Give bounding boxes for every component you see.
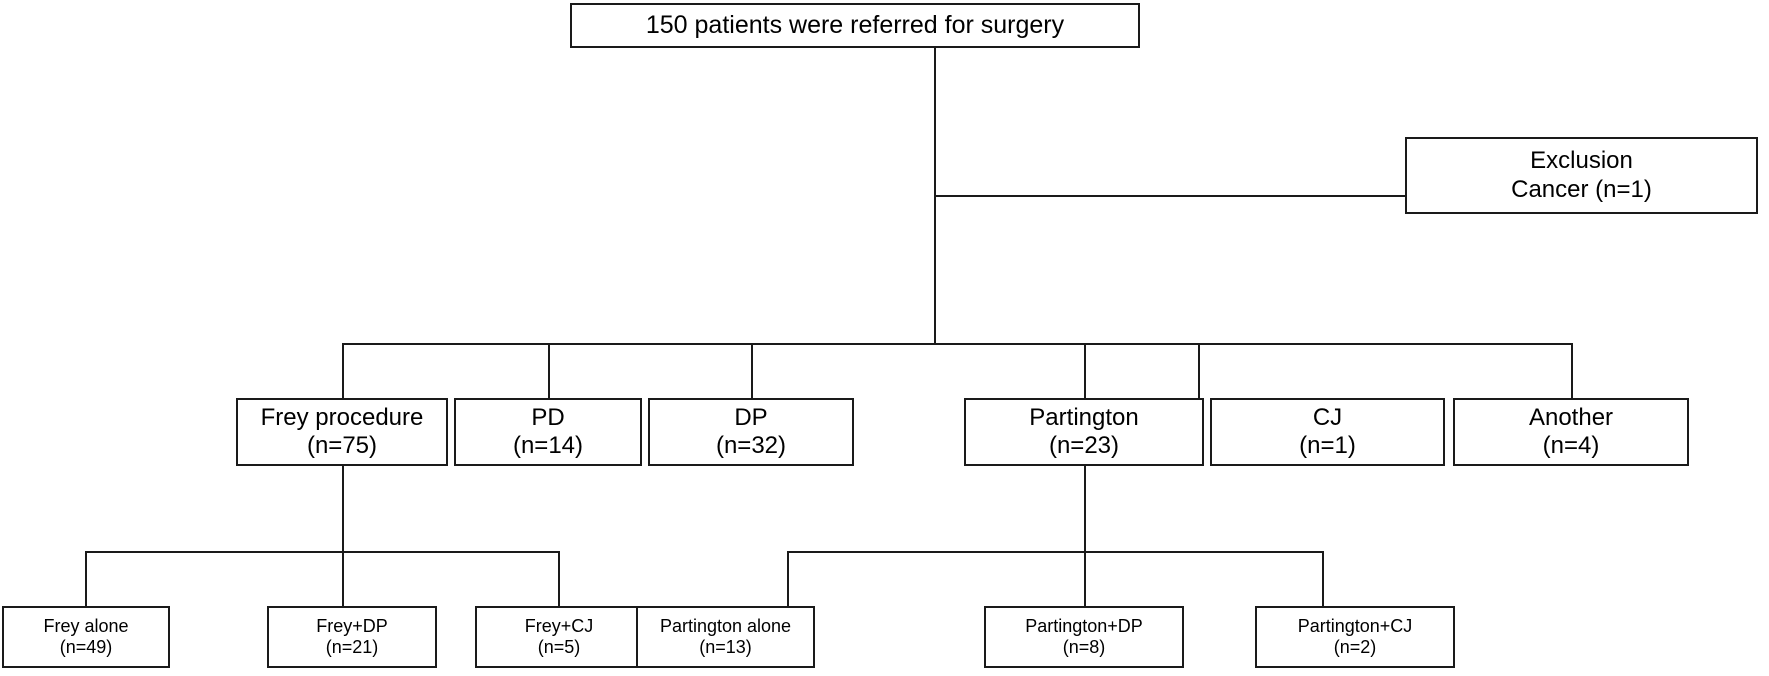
connector-drop-frey <box>342 343 344 399</box>
node-root[interactable]: 150 patients were referred for surgery <box>570 3 1140 48</box>
node-another-line1: Another <box>1528 403 1614 431</box>
node-another-line2: (n=4) <box>1542 432 1600 459</box>
node-partington-cj-line2: (n=2) <box>1333 637 1377 657</box>
connector-drop-partington-dp <box>1084 551 1086 606</box>
node-partington-dp-line1: Partington+DP <box>1025 615 1143 636</box>
connector-drop-pd <box>548 343 550 399</box>
node-frey-line1: Frey procedure <box>260 403 424 431</box>
node-partington-alone-line2: (n=13) <box>699 637 752 657</box>
node-partington-line2: (n=23) <box>1048 432 1120 459</box>
node-partington-cj-line1: Partington+CJ <box>1297 615 1413 636</box>
node-dp[interactable]: DP (n=32) <box>648 398 854 466</box>
node-another[interactable]: Another (n=4) <box>1453 398 1689 466</box>
node-exclusion-line1: Exclusion <box>1530 147 1633 175</box>
connector-drop-cj <box>1198 343 1200 399</box>
connector-frey-stem <box>342 432 344 552</box>
node-partington[interactable]: Partington (n=23) <box>964 398 1204 466</box>
node-partington-alone[interactable]: Partington alone (n=13) <box>636 606 815 668</box>
node-frey-alone[interactable]: Frey alone (n=49) <box>2 606 170 668</box>
connector-drop-frey-alone <box>85 551 87 606</box>
connector-partington-subbus <box>787 551 1324 553</box>
node-frey-dp-line2: (n=21) <box>325 637 379 657</box>
connector-drop-partington <box>1084 343 1086 399</box>
node-frey-cj-line2: (n=5) <box>537 637 581 657</box>
node-frey-dp[interactable]: Frey+DP (n=21) <box>267 606 437 668</box>
connector-drop-frey-cj <box>558 551 560 606</box>
node-pd[interactable]: PD (n=14) <box>454 398 642 466</box>
node-cj[interactable]: CJ (n=1) <box>1210 398 1445 466</box>
node-frey-cj[interactable]: Frey+CJ (n=5) <box>475 606 643 668</box>
connector-drop-partington-alone <box>787 551 789 606</box>
node-partington-line1: Partington <box>1029 403 1139 431</box>
node-cj-line2: (n=1) <box>1299 432 1356 459</box>
connector-exclusion-arm <box>934 195 1407 197</box>
node-cj-line1: CJ <box>1312 403 1343 431</box>
node-dp-line1: DP <box>734 403 768 431</box>
connector-drop-another <box>1571 343 1573 399</box>
node-partington-cj[interactable]: Partington+CJ (n=2) <box>1255 606 1455 668</box>
connector-drop-frey-dp <box>342 551 344 606</box>
node-dp-line2: (n=32) <box>715 432 787 459</box>
node-exclusion-line2: Cancer (n=1) <box>1511 175 1652 203</box>
node-frey-alone-line1: Frey alone <box>43 615 129 636</box>
node-frey-alone-line2: (n=49) <box>59 637 113 657</box>
connector-drop-partington-cj <box>1322 551 1324 606</box>
node-frey-line2: (n=75) <box>306 432 378 459</box>
node-pd-line1: PD <box>531 403 565 431</box>
connector-drop-dp <box>751 343 753 399</box>
node-partington-dp-line2: (n=8) <box>1062 637 1106 657</box>
connector-procedure-bus <box>342 343 1573 345</box>
node-partington-dp[interactable]: Partington+DP (n=8) <box>984 606 1184 668</box>
node-partington-alone-line1: Partington alone <box>659 615 792 636</box>
node-frey[interactable]: Frey procedure (n=75) <box>236 398 448 466</box>
node-exclusion[interactable]: Exclusion Cancer (n=1) <box>1405 137 1758 214</box>
connector-frey-subbus <box>85 551 559 553</box>
node-frey-dp-line1: Frey+DP <box>316 615 388 636</box>
node-root-line1: 150 patients were referred for surgery <box>645 10 1065 39</box>
connector-partington-stem <box>1084 432 1086 552</box>
node-frey-cj-line1: Frey+CJ <box>524 615 594 636</box>
node-pd-line2: (n=14) <box>512 432 584 459</box>
